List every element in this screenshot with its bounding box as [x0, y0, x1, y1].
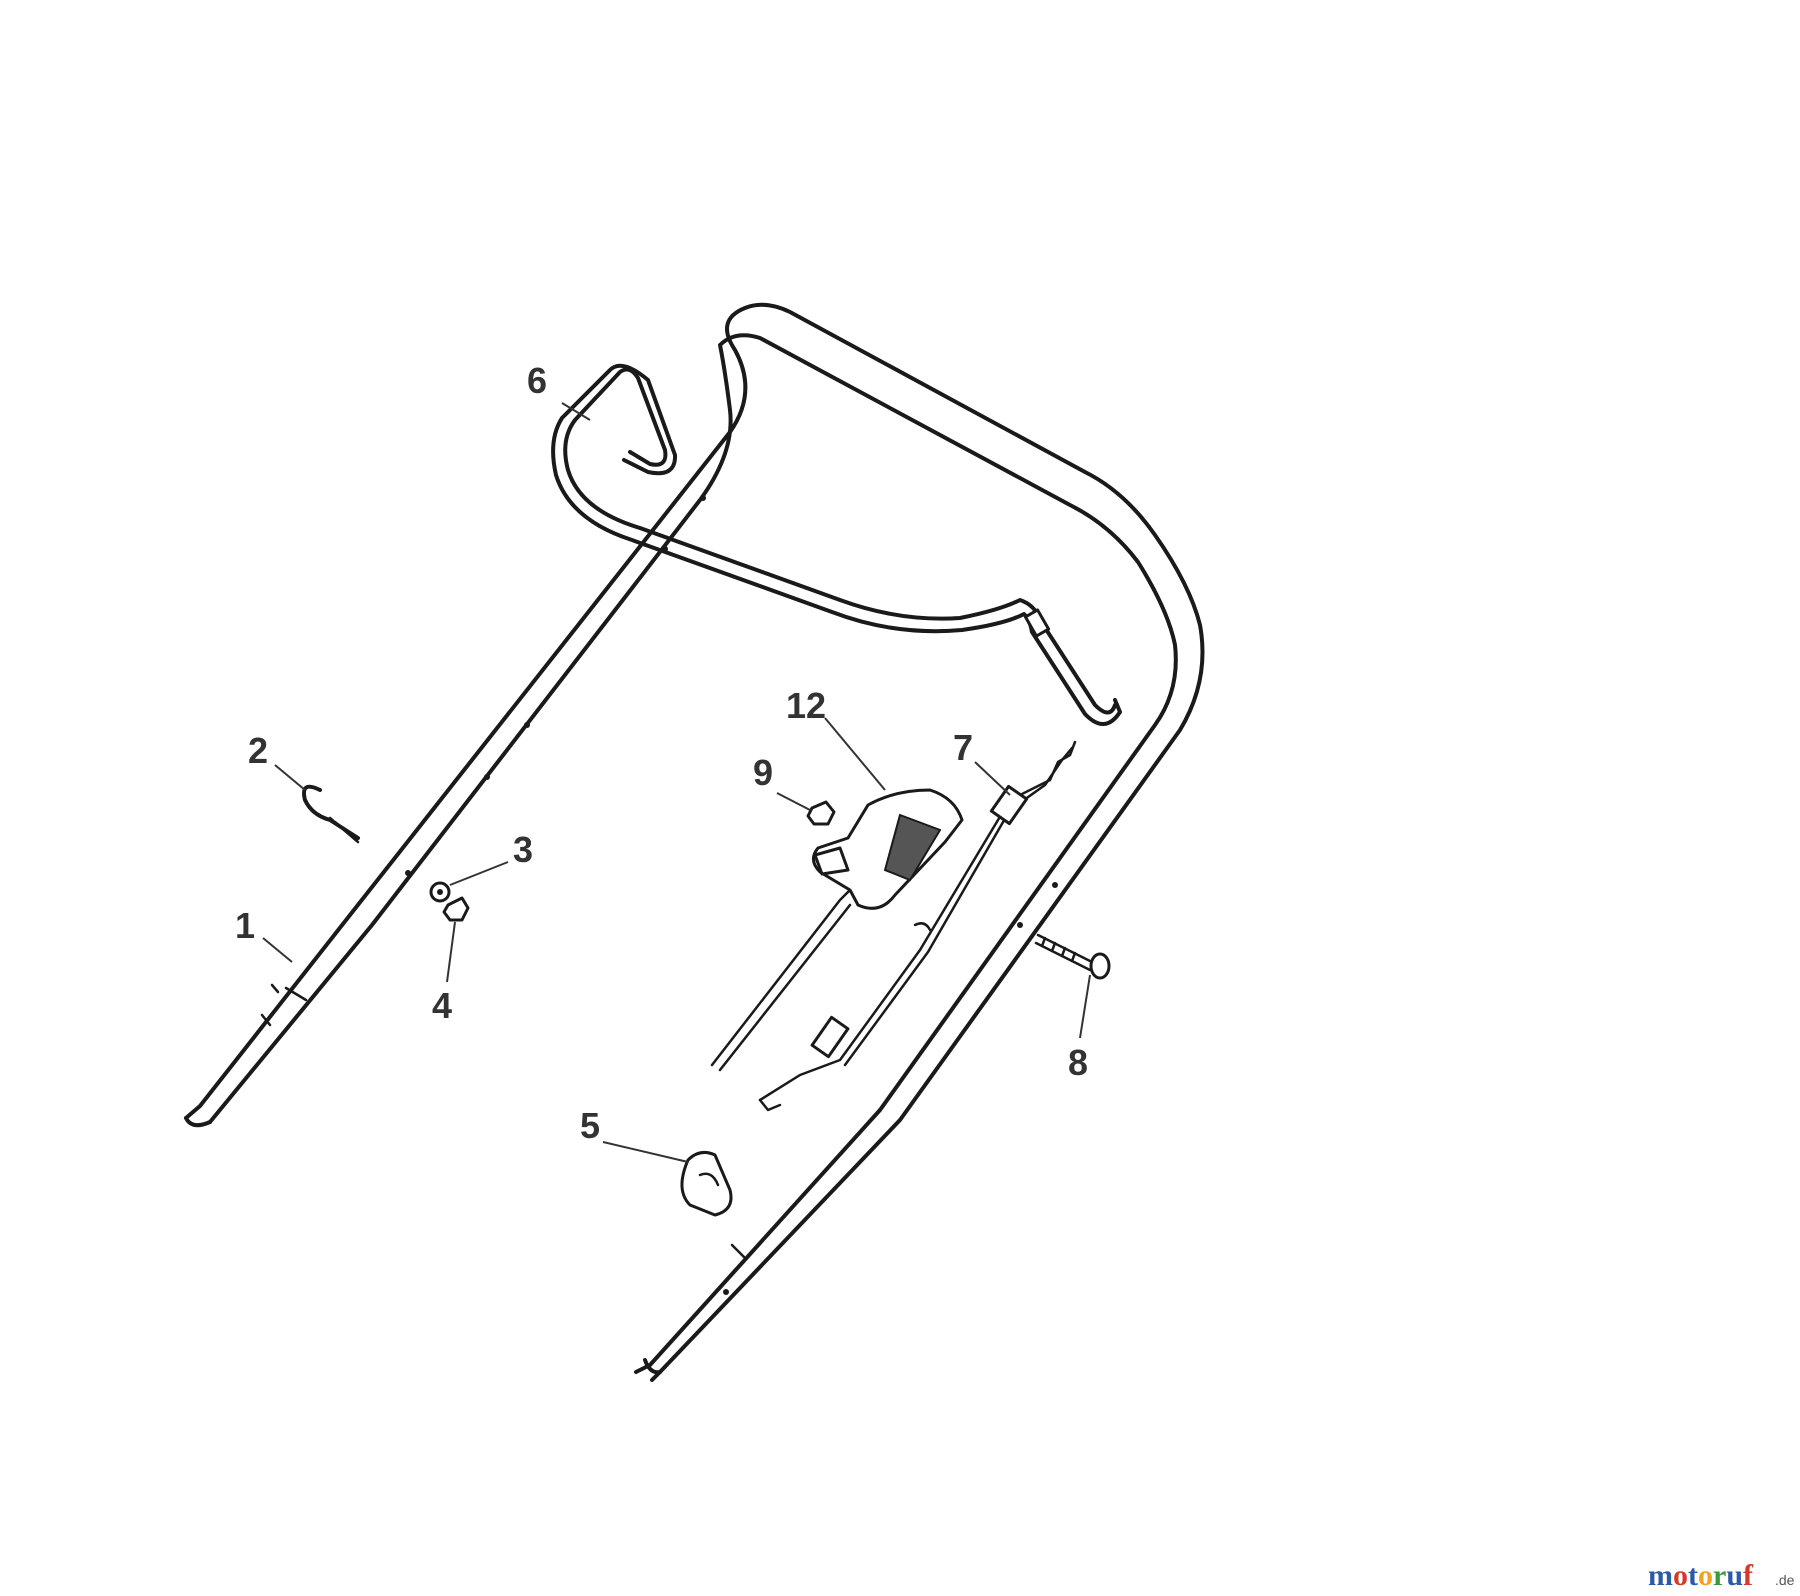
watermark-logo: motoruf .de — [1648, 1559, 1795, 1592]
callout-labels: 6 2 3 4 1 5 9 12 7 8 — [235, 360, 1088, 1146]
cable-hook — [302, 784, 360, 844]
watermark-o2: o — [1698, 1559, 1713, 1592]
callout-7: 7 — [953, 727, 973, 768]
watermark-t: t — [1688, 1559, 1698, 1592]
leader-lines — [262, 402, 1091, 1163]
callout-9: 9 — [753, 752, 773, 793]
nut-left — [442, 896, 470, 922]
watermark-o1: o — [1673, 1559, 1688, 1592]
watermark-f: f — [1743, 1559, 1754, 1592]
watermark-suffix: .de — [1775, 1572, 1795, 1588]
watermark-m: m — [1648, 1559, 1673, 1592]
nut-top — [806, 800, 836, 826]
callout-1: 1 — [235, 905, 255, 946]
cable-clip — [680, 1150, 733, 1217]
throttle-control — [812, 788, 964, 910]
callout-3: 3 — [513, 829, 533, 870]
watermark-r: r — [1713, 1559, 1726, 1592]
bail-bar — [551, 363, 1122, 726]
callout-5: 5 — [580, 1105, 600, 1146]
callout-8: 8 — [1068, 1042, 1088, 1083]
watermark-u: u — [1726, 1559, 1743, 1592]
callout-4: 4 — [432, 985, 452, 1026]
callout-12: 12 — [786, 685, 826, 726]
svg-text:motoruf: motoruf — [1648, 1559, 1754, 1592]
washer-hole — [437, 889, 443, 895]
bolt — [1034, 933, 1111, 980]
handle-frame — [184, 302, 1205, 1382]
callout-6: 6 — [527, 360, 547, 401]
callout-2: 2 — [248, 730, 268, 771]
